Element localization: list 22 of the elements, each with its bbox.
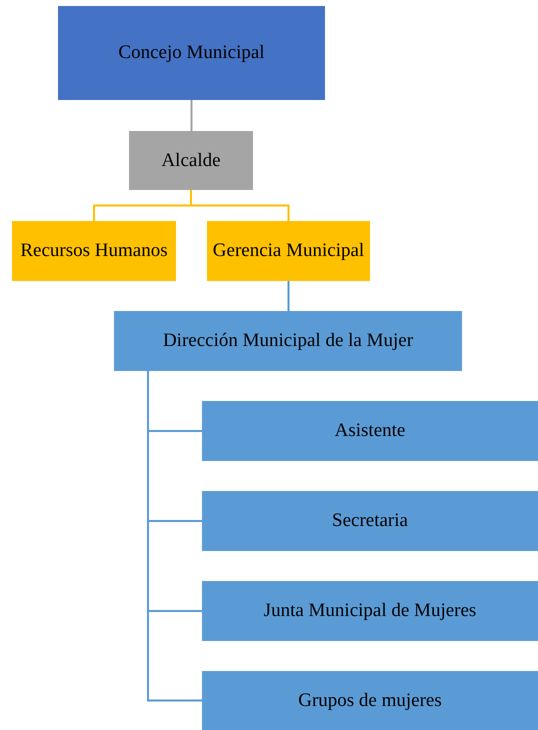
node-label: Asistente (334, 420, 406, 442)
org-box (12, 221, 176, 281)
org-box (58, 6, 325, 100)
org-box (129, 131, 253, 190)
org-box (114, 311, 462, 371)
org-box (202, 491, 538, 551)
node-label: Grupos de mujeres (298, 690, 442, 712)
node-label: Recursos Humanos (20, 240, 168, 262)
connector-line (190, 100, 192, 131)
connector-line (147, 371, 202, 702)
org-box (202, 581, 538, 641)
node-label: Gerencia Municipal (212, 240, 364, 262)
org-box (207, 221, 370, 281)
node-label: Secretaria (332, 510, 408, 532)
connector-line (190, 190, 290, 221)
org-box (202, 671, 538, 730)
node-label: Concejo Municipal (118, 42, 265, 64)
connector-line (288, 281, 290, 311)
node-label: Dirección Municipal de la Mujer (162, 330, 414, 352)
node-label: Alcalde (161, 150, 221, 172)
node-label: Junta Municipal de Mujeres (264, 600, 476, 622)
org-box (202, 401, 538, 461)
